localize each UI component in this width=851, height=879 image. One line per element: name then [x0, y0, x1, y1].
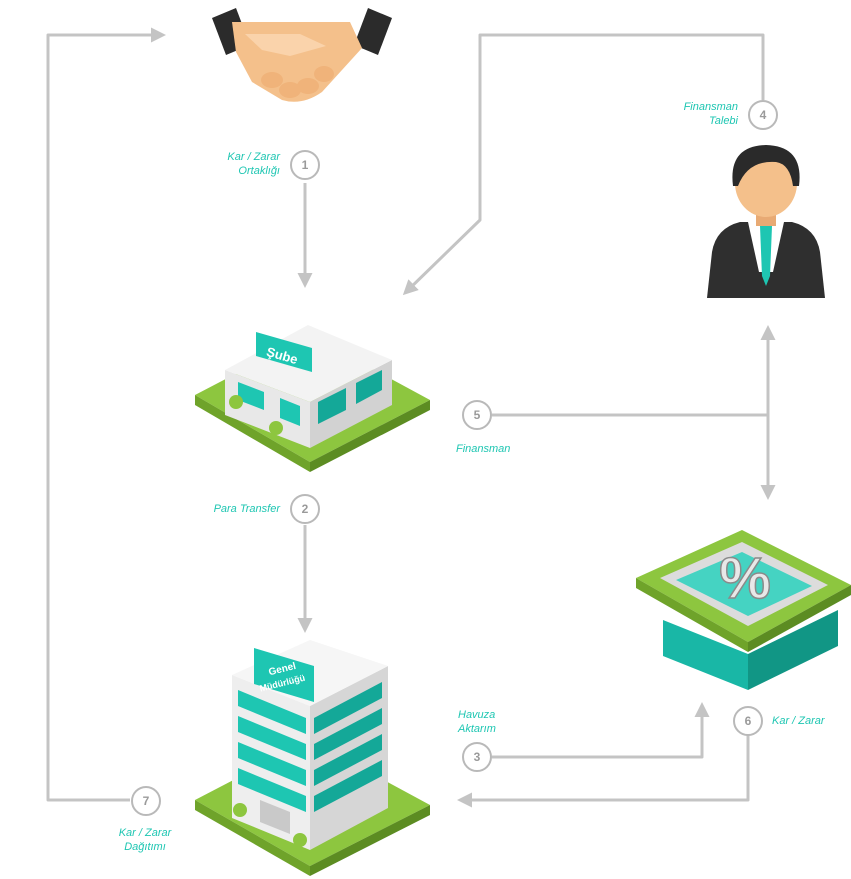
step-2-badge: 2 [290, 494, 320, 524]
step-6-label-line1: Kar / Zarar [772, 715, 825, 727]
step-1-label: Kar / Zarar Ortaklığı [150, 150, 280, 178]
step-6-label: Kar / Zarar [772, 714, 825, 728]
step-7-label-line2: Dağıtımı [124, 841, 166, 853]
step-3-label-line2: Aktarım [458, 723, 496, 735]
step-5-label-line1: Finansman [456, 443, 511, 455]
headquarters-building: Genel Müdürlüğü [195, 640, 430, 876]
step-5-badge: 5 [462, 400, 492, 430]
step-5-label: Finansman [456, 442, 510, 456]
step-2-label: Para Transfer [150, 502, 280, 516]
client-person-icon [707, 145, 825, 298]
step-7-label: Kar / Zarar Dağıtımı [95, 826, 195, 854]
step-2-label-line1: Para Transfer [213, 503, 280, 515]
pool-percent-symbol: % [719, 546, 771, 611]
step-1-label-line1: Kar / Zarar [227, 151, 280, 163]
arrow-step-3 [492, 702, 710, 759]
step-4-label-line1: Finansman [683, 101, 738, 113]
pool-box: % [636, 530, 851, 690]
step-6-badge: 6 [733, 706, 763, 736]
step-3-badge: 3 [462, 742, 492, 772]
arrow-step-7 [46, 27, 166, 802]
handshake-icon [212, 8, 392, 102]
step-3-label-line1: Havuza [458, 709, 496, 721]
step-4-label-line2: Talebi [709, 115, 738, 127]
step-4-badge: 4 [748, 100, 778, 130]
step-3-label: Havuza Aktarım [458, 708, 496, 736]
branch-building: Şube [195, 325, 430, 472]
step-7-badge: 7 [131, 786, 161, 816]
step-4-label: Finansman Talebi [600, 100, 738, 128]
step-1-badge: 1 [290, 150, 320, 180]
step-7-label-line1: Kar / Zarar [118, 827, 172, 839]
step-1-label-line2: Ortaklığı [238, 165, 280, 177]
arrow-step-6 [457, 735, 750, 808]
arrow-step-4 [402, 33, 765, 296]
